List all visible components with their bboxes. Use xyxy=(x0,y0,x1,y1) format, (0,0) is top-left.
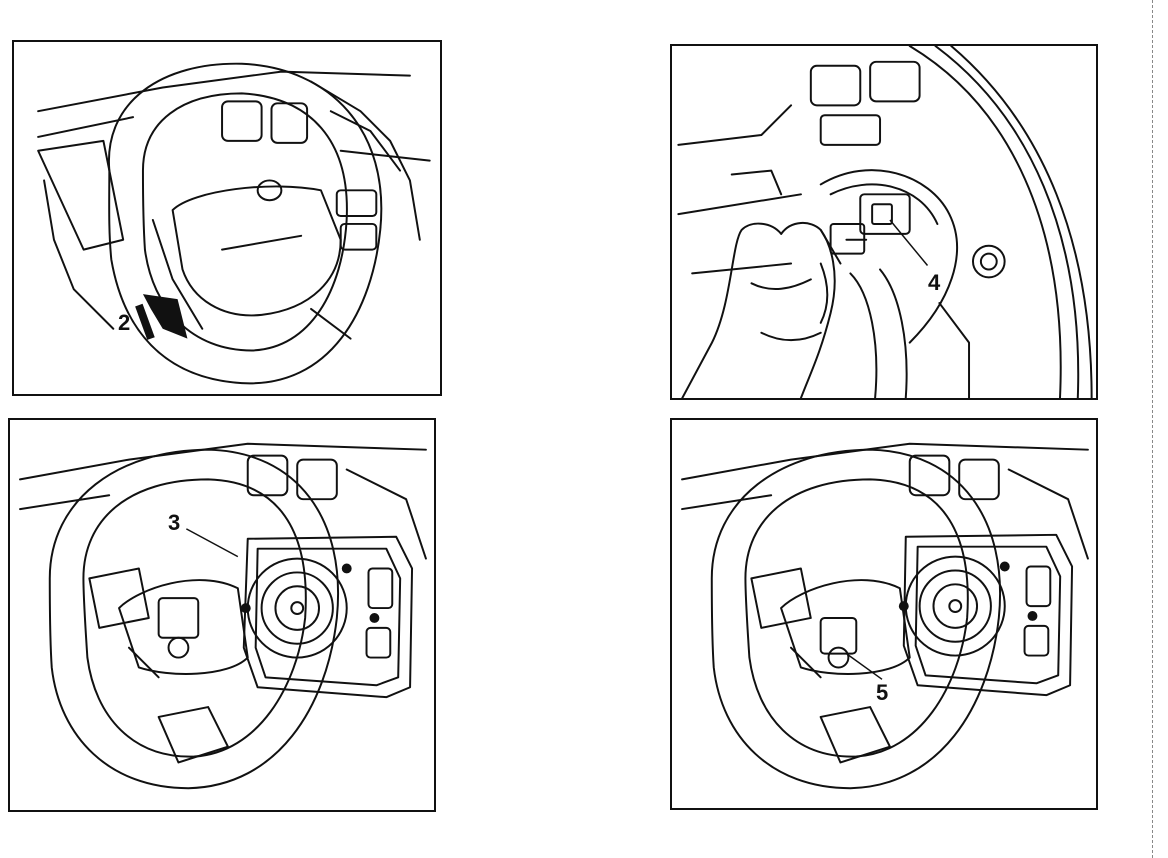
panel-airbag-unit-removed: 3 xyxy=(8,418,436,812)
callout-step-4: 4 xyxy=(928,270,941,295)
connector-removed-drawing xyxy=(681,442,1089,790)
panel-connector-disconnect: 4 xyxy=(670,44,1098,400)
leader-line-5 xyxy=(845,652,883,680)
connector-disconnect-drawing xyxy=(677,46,1093,398)
push-arrow-icon xyxy=(135,294,188,340)
callout-step-5: 5 xyxy=(876,680,889,705)
panel-connector-removed: 5 xyxy=(670,418,1098,810)
leader-line-4 xyxy=(889,219,929,266)
airbag-unit-removed-drawing xyxy=(19,442,427,790)
page-edge-divider xyxy=(1152,0,1153,858)
callout-step-3: 3 xyxy=(168,510,181,535)
steering-wheel-front-drawing xyxy=(37,62,431,385)
panel-airbag-release: 2 xyxy=(12,40,442,396)
leader-line-3 xyxy=(186,528,239,558)
callout-step-2: 2 xyxy=(118,310,131,335)
